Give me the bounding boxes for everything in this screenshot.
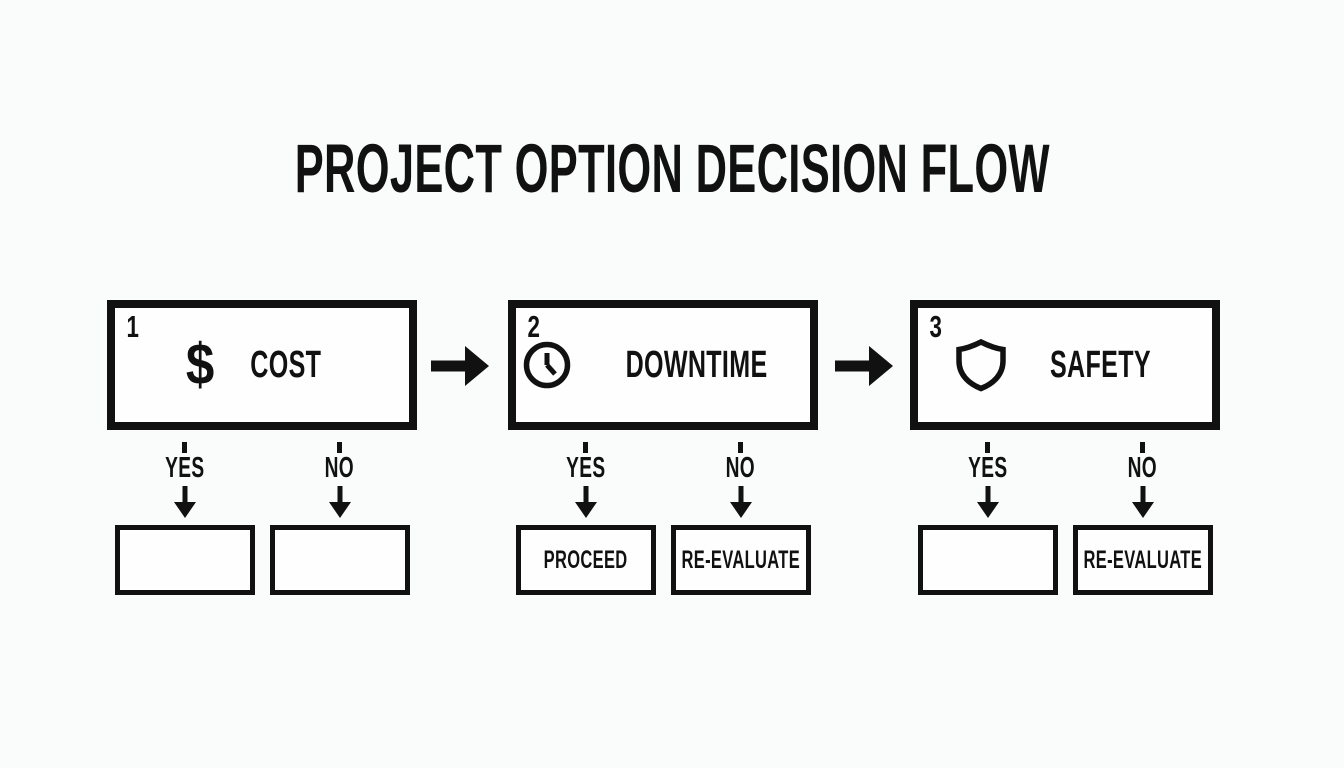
stage-box-downtime: 2 DOWNTIME bbox=[508, 300, 818, 430]
stage-box-safety: 3 SAFETY bbox=[910, 300, 1220, 430]
stage-box-cost: 1 $ COST bbox=[107, 300, 417, 430]
stage-branches: YES NO RE-EVALUATE bbox=[910, 430, 1220, 595]
stage-label: DOWNTIME bbox=[626, 344, 768, 386]
stage-branches: YES PROCEED NO RE-EVALUATE bbox=[508, 430, 818, 595]
branch-label-no: NO bbox=[324, 452, 355, 484]
branch-label-no: NO bbox=[725, 452, 756, 484]
outcome-box-reevaluate: RE-EVALUATE bbox=[1072, 525, 1213, 595]
arrow-down-icon bbox=[173, 486, 196, 518]
branch-yes: YES PROCEED bbox=[508, 430, 663, 595]
arrow-down-icon bbox=[574, 486, 597, 518]
arrow-down-icon bbox=[976, 486, 999, 518]
arrow-down-icon bbox=[729, 486, 752, 518]
clock-icon bbox=[521, 339, 573, 391]
stage-safety: 3 SAFETY YES NO RE-EVALUATE bbox=[910, 300, 1220, 595]
stage-number: 1 bbox=[126, 309, 140, 344]
stage-label: COST bbox=[250, 344, 322, 386]
branch-label-yes: YES bbox=[164, 452, 205, 484]
arrow-right-icon bbox=[835, 346, 893, 386]
stage-number: 3 bbox=[929, 309, 943, 344]
dashed-connector bbox=[337, 442, 342, 453]
dashed-connector bbox=[1140, 442, 1145, 453]
outcome-box-reevaluate: RE-EVALUATE bbox=[670, 525, 811, 595]
branch-yes: YES bbox=[107, 430, 262, 595]
outcome-box bbox=[917, 525, 1058, 595]
arrow-down-icon bbox=[1131, 486, 1154, 518]
branch-no: NO bbox=[262, 430, 417, 595]
arrow-right-icon bbox=[431, 346, 489, 386]
branch-label-yes: YES bbox=[565, 452, 606, 484]
outcome-box bbox=[269, 525, 410, 595]
stage-label: SAFETY bbox=[1049, 344, 1151, 386]
stage-cost: 1 $ COST YES NO bbox=[107, 300, 417, 595]
dashed-connector bbox=[583, 442, 588, 453]
dashed-connector bbox=[738, 442, 743, 453]
branch-no: NO RE-EVALUATE bbox=[663, 430, 818, 595]
page-title: PROJECT OPTION DECISION FLOW bbox=[0, 134, 1344, 203]
outcome-box-proceed: PROCEED bbox=[515, 525, 656, 595]
page-title-text: PROJECT OPTION DECISION FLOW bbox=[294, 130, 1050, 207]
stage-branches: YES NO bbox=[107, 430, 417, 595]
branch-yes: YES bbox=[910, 430, 1065, 595]
branch-label-yes: YES bbox=[967, 452, 1008, 484]
branch-no: NO RE-EVALUATE bbox=[1065, 430, 1220, 595]
arrow-down-icon bbox=[328, 486, 351, 518]
stage-number: 2 bbox=[527, 309, 541, 344]
dashed-connector bbox=[182, 442, 187, 453]
dollar-icon: $ bbox=[186, 332, 215, 397]
dashed-connector bbox=[985, 442, 990, 453]
stage-downtime: 2 DOWNTIME YES PROCEED NO RE-EVALUATE bbox=[508, 300, 818, 595]
branch-label-no: NO bbox=[1127, 452, 1158, 484]
shield-icon bbox=[954, 337, 1008, 393]
outcome-box bbox=[114, 525, 255, 595]
